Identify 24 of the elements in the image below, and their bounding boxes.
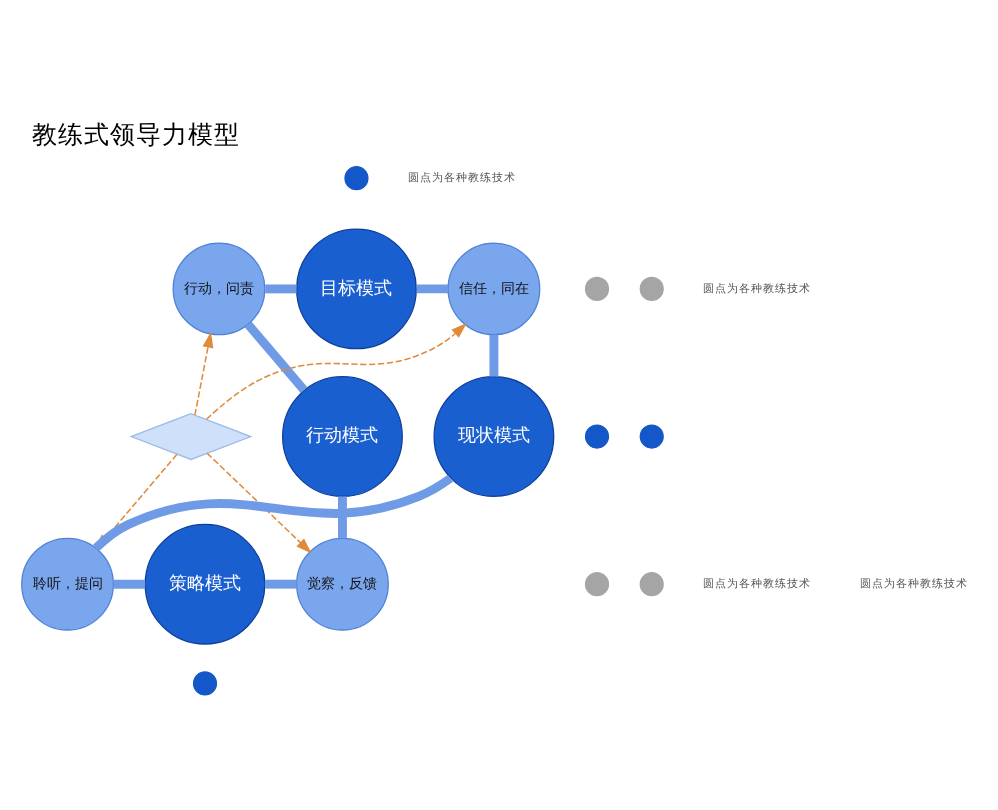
node-circle — [584, 423, 610, 448]
node-circle: 策略模式 — [144, 522, 266, 644]
node-circle — [639, 275, 664, 300]
connector — [338, 495, 347, 537]
connector — [416, 283, 448, 293]
node-circle: 现状模式 — [433, 375, 555, 496]
node-circle — [344, 165, 369, 190]
connector — [265, 578, 297, 588]
arrow — [194, 330, 214, 415]
node-circle — [584, 571, 610, 596]
arrow — [205, 322, 467, 419]
connector — [489, 333, 499, 376]
node-circle — [639, 423, 664, 448]
connector — [113, 578, 146, 588]
node-circle — [192, 670, 218, 695]
arrow — [206, 451, 312, 553]
diagram-title: 教练式领导力模型 — [31, 117, 240, 148]
node-circle: 目标模式 — [296, 227, 417, 349]
connector — [265, 283, 297, 293]
node-diamond — [129, 411, 253, 460]
connector — [244, 320, 308, 393]
node-circle — [639, 571, 664, 596]
node-circle — [584, 275, 610, 300]
node-circle: 行动模式 — [282, 375, 403, 496]
